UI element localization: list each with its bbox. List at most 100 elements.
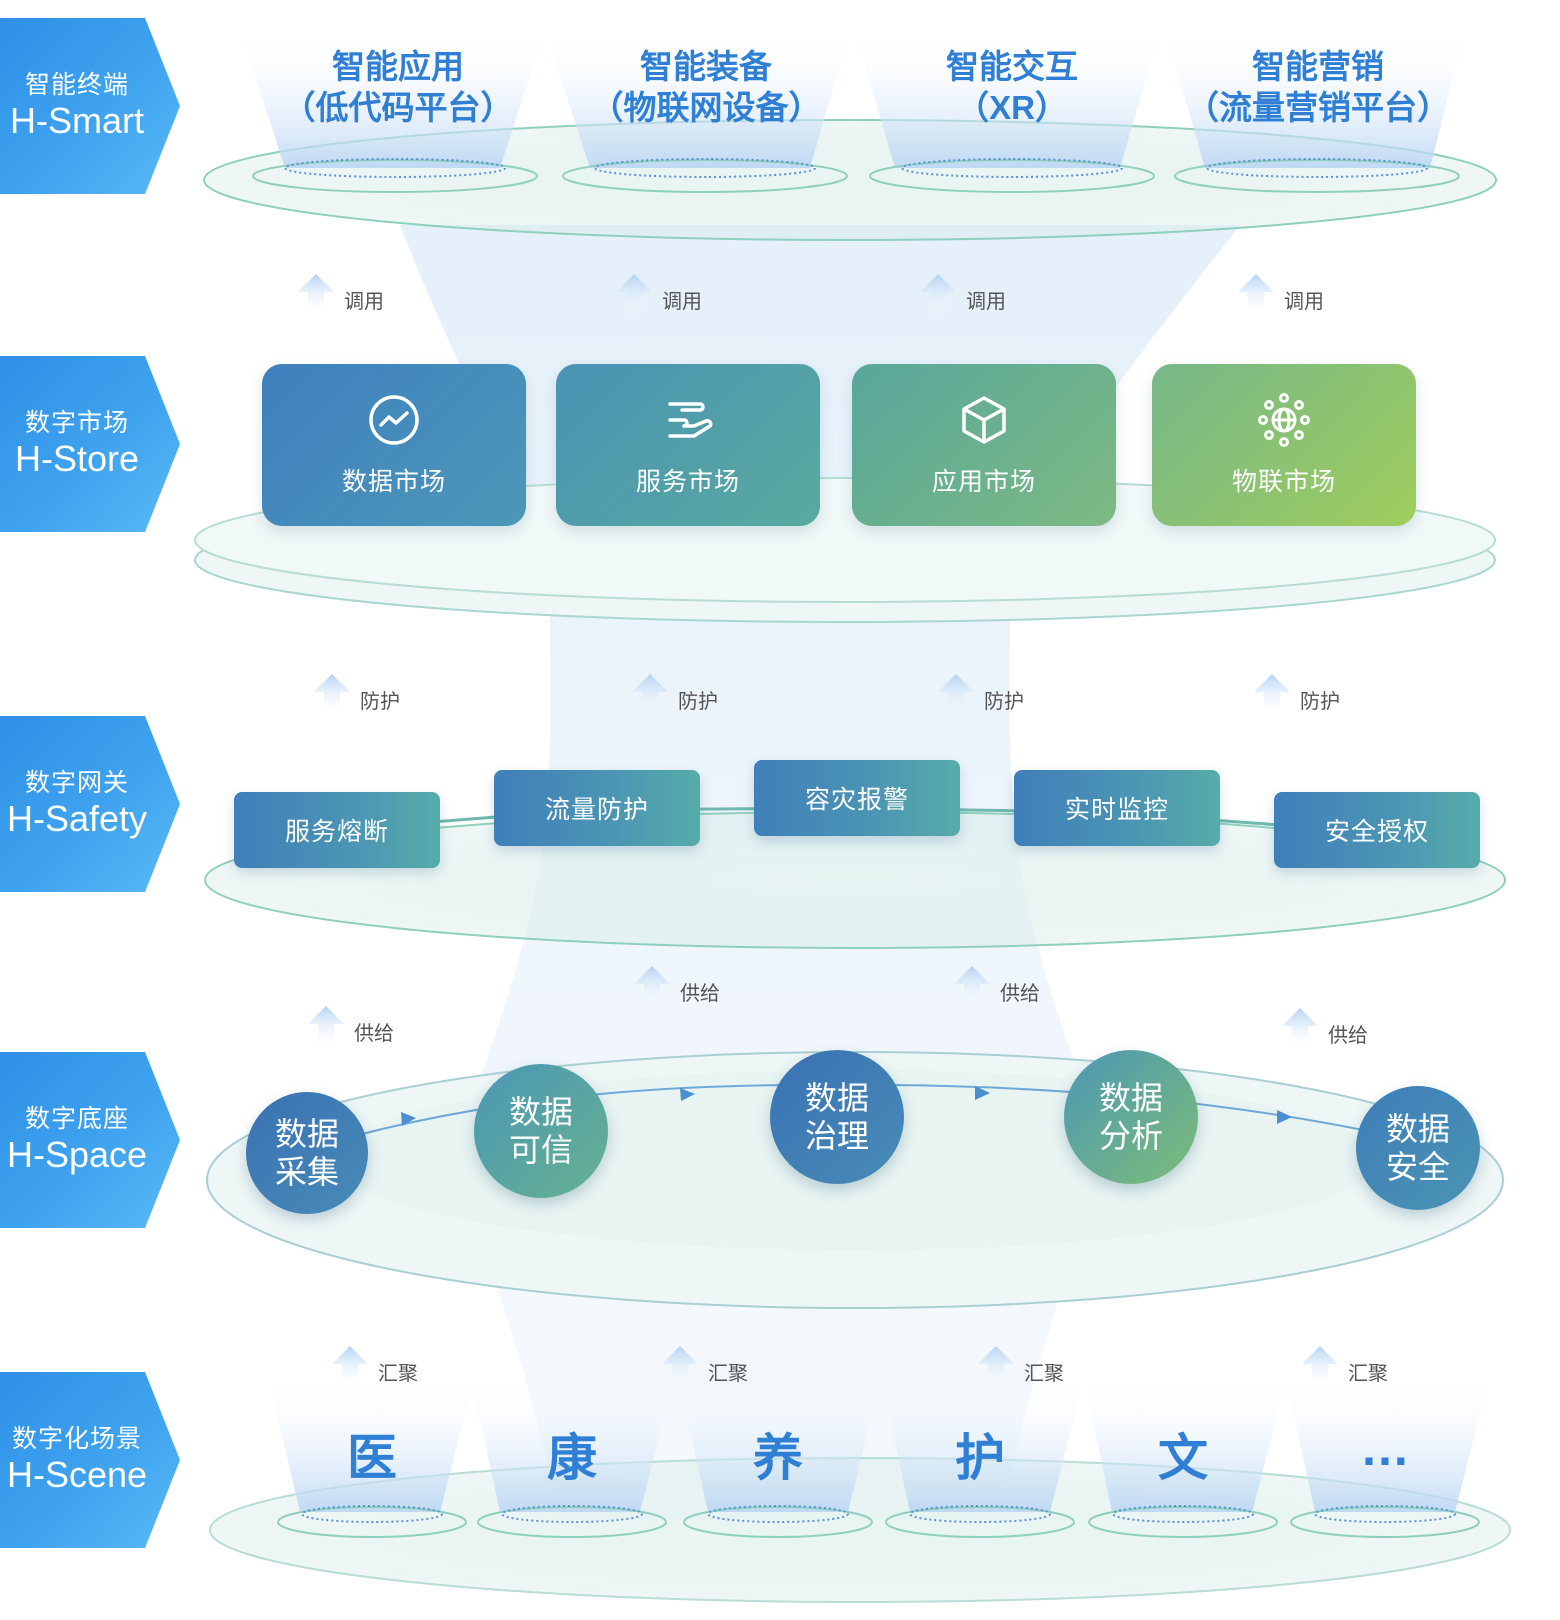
smart-app-xr: 智能交互 （XR）: [862, 46, 1162, 128]
chart-trend-icon: [369, 395, 419, 445]
arrow-label: 汇聚: [1024, 1363, 1064, 1385]
layer-tag-cn: 数字底座: [24, 1105, 129, 1134]
gateway-circuit-breaker[interactable]: 服务熔断: [234, 792, 440, 868]
arrow-label: 汇聚: [1348, 1363, 1388, 1385]
arrow-supply: 供给: [306, 1004, 394, 1048]
hand-service-icon: [668, 402, 713, 438]
layer-tag-cn: 数字网关: [24, 769, 129, 798]
arrow-gather: 汇聚: [976, 1344, 1064, 1388]
arrow-supply: 供给: [632, 964, 720, 1008]
gateway-label: 安全授权: [1324, 818, 1429, 846]
gateway-label: 流量防护: [544, 796, 649, 824]
arrow-label: 防护: [984, 691, 1024, 713]
node-data-analysis[interactable]: 数据分析: [1064, 1050, 1198, 1184]
arrow-gather: 汇聚: [330, 1344, 418, 1388]
node-data-security[interactable]: 数据安全: [1356, 1086, 1480, 1210]
arrow-label: 调用: [662, 291, 702, 313]
arrow-call: 调用: [296, 272, 384, 316]
up-arrow-icon: [632, 674, 668, 716]
arrow-label: 调用: [1284, 291, 1324, 313]
node-line: 数据: [804, 1080, 869, 1116]
arrow-protect: 防护: [630, 672, 718, 716]
scene-health[interactable]: 康: [547, 1430, 597, 1486]
up-arrow-icon: [314, 674, 350, 716]
arrow-supply: 供给: [1280, 1006, 1368, 1050]
node-line: 数据: [274, 1116, 339, 1152]
scene-care[interactable]: 养: [753, 1430, 803, 1486]
node-line: 数据: [1385, 1111, 1450, 1147]
arrow-label: 防护: [360, 691, 400, 713]
node-data-trust[interactable]: 数据可信: [474, 1064, 608, 1198]
node-line: 可信: [508, 1132, 573, 1168]
layer-tag-en: H-Safety: [6, 798, 148, 840]
up-arrow-icon: [298, 274, 334, 316]
node-line: 安全: [1385, 1149, 1450, 1185]
layer-tag-en: H-Store: [14, 438, 140, 480]
smart-app-title: 智能交互: [946, 48, 1078, 85]
scene-more[interactable]: …: [1360, 1420, 1410, 1476]
node-data-governance[interactable]: 数据治理: [770, 1050, 904, 1184]
gateway-disaster-alarm[interactable]: 容灾报警: [754, 760, 960, 836]
gateway-security-auth[interactable]: 安全授权: [1274, 792, 1480, 868]
arrow-call: 调用: [614, 272, 702, 316]
layer-tag-en: H-Smart: [10, 100, 144, 142]
arrow-label: 调用: [966, 291, 1006, 313]
up-arrow-icon: [1282, 1008, 1318, 1050]
layer-tag-en: H-Scene: [6, 1454, 148, 1496]
arrow-call: 调用: [1236, 272, 1324, 316]
node-line: 分析: [1098, 1118, 1163, 1154]
store-card-label: 应用市场: [931, 468, 1036, 496]
scene-nursing[interactable]: 护: [955, 1430, 1005, 1486]
arrow-supply: 供给: [952, 964, 1040, 1008]
layer-tag-cn: 数字市场: [24, 409, 129, 438]
store-card-service-market[interactable]: 服务市场: [556, 364, 820, 526]
arrow-label: 调用: [344, 291, 384, 313]
arrow-gather: 汇聚: [660, 1344, 748, 1388]
up-arrow-icon: [954, 966, 990, 1008]
store-card-iot-market[interactable]: 物联市场: [1152, 364, 1416, 526]
smart-app-title: 智能装备: [640, 48, 772, 85]
layer-tag-cn: 智能终端: [24, 71, 129, 100]
arrow-label: 供给: [1328, 1025, 1368, 1047]
layer-tag-cn: 数字化场景: [11, 1425, 142, 1454]
arrow-label: 汇聚: [708, 1363, 748, 1385]
scene-culture[interactable]: 文: [1158, 1430, 1208, 1486]
node-line: 采集: [274, 1154, 339, 1190]
layer-tag-en: H-Space: [6, 1134, 148, 1176]
store-card-data-market[interactable]: 数据市场: [262, 364, 526, 526]
store-card-label: 物联市场: [1231, 468, 1336, 496]
arrow-label: 防护: [1300, 691, 1340, 713]
store-card-app-market[interactable]: 应用市场: [852, 364, 1116, 526]
gateway-label: 服务熔断: [284, 818, 389, 846]
arrow-label: 供给: [1000, 983, 1040, 1005]
smart-app-subtitle: （低代码平台）: [282, 89, 514, 126]
up-arrow-icon: [308, 1006, 344, 1048]
smart-app-title: 智能营销: [1252, 48, 1384, 85]
store-card-label: 服务市场: [635, 468, 740, 496]
node-data-collection[interactable]: 数据采集: [246, 1092, 368, 1214]
scene-medical[interactable]: 医: [347, 1430, 397, 1486]
layer-tag-store: 数字市场 H-Store: [0, 356, 180, 532]
layer-tag-scene: 数字化场景 H-Scene: [0, 1372, 180, 1548]
smart-app-lowcode: 智能应用 （低代码平台）: [248, 46, 548, 128]
layer-tag-safety: 数字网关 H-Safety: [0, 716, 180, 892]
gateway-realtime-monitor[interactable]: 实时监控: [1014, 770, 1220, 846]
arrow-protect: 防护: [936, 672, 1024, 716]
up-arrow-icon: [634, 966, 670, 1008]
node-line: 数据: [1098, 1080, 1163, 1116]
arrow-protect: 防护: [312, 672, 400, 716]
arrow-label: 防护: [678, 691, 718, 713]
smart-app-subtitle: （XR）: [956, 89, 1068, 126]
smart-app-marketing: 智能营销 （流量营销平台）: [1168, 46, 1468, 128]
up-arrow-icon: [978, 1346, 1014, 1388]
smart-app-subtitle: （物联网设备）: [590, 89, 822, 126]
gateway-traffic-protection[interactable]: 流量防护: [494, 770, 700, 846]
store-card-label: 数据市场: [341, 468, 446, 496]
up-arrow-icon: [616, 274, 652, 316]
up-arrow-icon: [920, 274, 956, 316]
up-arrow-icon: [938, 674, 974, 716]
layer-tag-smart: 智能终端 H-Smart: [0, 18, 180, 194]
arrow-label: 供给: [354, 1023, 394, 1045]
up-arrow-icon: [662, 1346, 698, 1388]
up-arrow-icon: [1302, 1346, 1338, 1388]
